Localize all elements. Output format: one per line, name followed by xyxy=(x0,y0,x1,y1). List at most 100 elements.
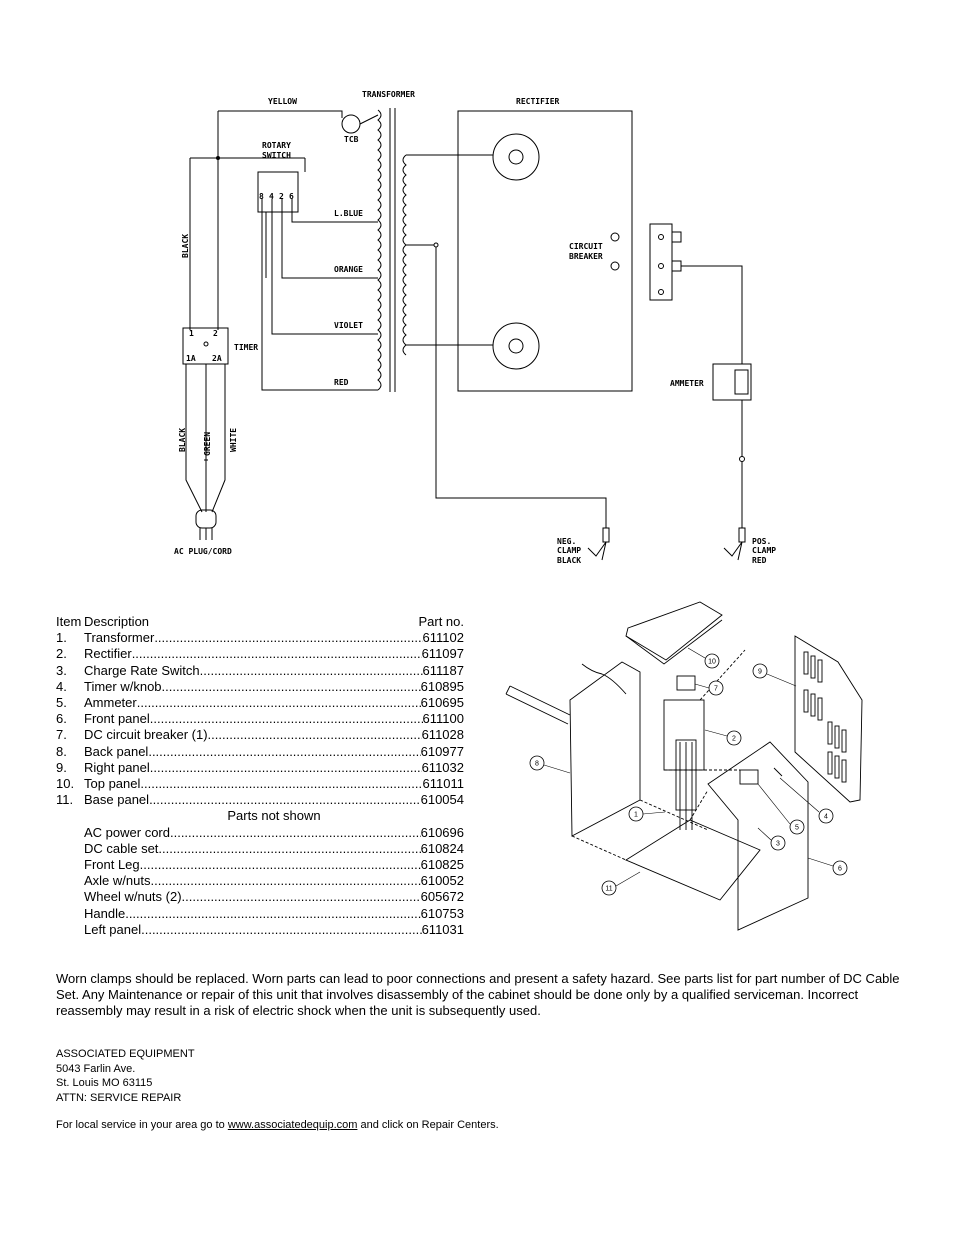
parts-list-row: 11.Base panel 610054 xyxy=(56,792,464,808)
part-number: 611031 xyxy=(421,921,464,937)
label-red: RED xyxy=(334,378,349,387)
leader-dots xyxy=(170,825,421,841)
part-number: 610753 xyxy=(420,905,464,921)
label-cord-white: WHITE xyxy=(229,428,238,452)
parts-list-row: 5.Ammeter610695 xyxy=(56,695,464,711)
service-website-link[interactable]: www.associatedequip.com xyxy=(227,1119,358,1131)
callout-3: 3 xyxy=(776,841,780,848)
leader-dots xyxy=(154,630,422,646)
label-circuit-breaker-2: BREAKER xyxy=(569,252,603,261)
base-panel-drawing xyxy=(625,819,761,901)
part-number: 611028 xyxy=(421,727,464,743)
part-number: 610696 xyxy=(420,824,464,840)
parts-list-row: 6.Front panel 611100 xyxy=(56,711,464,727)
leader-dots xyxy=(200,663,423,679)
label-pos-clamp-1: POS. xyxy=(752,537,771,546)
parts-not-shown-row: Front Leg610825 xyxy=(56,857,464,873)
part-description: Left panel xyxy=(84,921,142,937)
part-number: 611011 xyxy=(422,776,464,792)
parts-not-shown-row: Handle610753 xyxy=(56,906,464,922)
callout-1: 1 xyxy=(634,812,638,819)
callout-2: 2 xyxy=(732,736,736,743)
label-black: BLACK xyxy=(181,234,190,258)
part-item-number: 9. xyxy=(56,759,67,775)
part-description: Base panel xyxy=(84,792,150,808)
parts-list-row: 3.Charge Rate Switch 611187 xyxy=(56,663,464,679)
leader-dots xyxy=(148,744,420,760)
part-item-number: 10. xyxy=(56,776,75,792)
leader-dots xyxy=(208,727,422,743)
part-number: 610824 xyxy=(420,840,464,856)
label-rotary-switch-2: SWITCH xyxy=(262,151,291,160)
leader-dots xyxy=(125,906,420,922)
parts-list-row: 2.Rectifier611097 xyxy=(56,646,464,662)
switch-pin-8: 8 xyxy=(259,192,264,201)
part-item-number: 11. xyxy=(56,792,74,808)
callout-6: 6 xyxy=(838,866,842,873)
part-item-number xyxy=(56,873,84,889)
leader-dots xyxy=(149,792,421,808)
timer-pin-1a: 1A xyxy=(186,354,196,363)
parts-list-row: 1.Transformer611102 xyxy=(56,630,464,646)
address-line-3: St. Louis MO 63115 xyxy=(56,1077,153,1089)
part-description: Top panel xyxy=(84,776,141,792)
label-pos-clamp-3: RED xyxy=(752,556,767,565)
part-number: 610977 xyxy=(420,743,464,759)
label-neg-clamp-3: BLACK xyxy=(557,556,581,565)
part-description: Front Leg xyxy=(84,857,140,873)
callout-8: 8 xyxy=(535,761,539,768)
warning-paragraph: Worn clamps should be replaced. Worn par… xyxy=(56,971,900,1018)
label-cord-black: BLACK xyxy=(178,428,187,452)
label-l-blue: L.BLUE xyxy=(334,209,363,218)
label-cord-green: GREEN xyxy=(203,432,212,456)
label-neg-clamp-1: NEG. xyxy=(557,537,576,546)
parts-list-row: 9. Right panel 611032 xyxy=(56,760,464,776)
label-neg-clamp-2: CLAMP xyxy=(557,546,581,555)
parts-list-row: 4.Timer w/knob610895 xyxy=(56,679,464,695)
part-item-number xyxy=(56,825,84,841)
part-number: 611102 xyxy=(422,630,464,646)
timer-pin-1: 1 xyxy=(189,329,194,338)
part-number: 605672 xyxy=(420,889,464,905)
parts-list: Item Description Part no. 1.Transformer6… xyxy=(56,614,464,938)
parts-list-row: 10. Top panel 611011 xyxy=(56,776,464,792)
part-number: 611100 xyxy=(422,711,464,727)
leader-dots xyxy=(150,760,422,776)
address-line-2: 5043 Farlin Ave. xyxy=(56,1062,136,1075)
header-part-no: Part no. xyxy=(418,614,464,629)
part-description: DC circuit breaker (1) xyxy=(84,727,208,743)
part-number: 611097 xyxy=(421,646,464,662)
exploded-view-diagram: 1 2 3 4 5 6 7 8 9 10 11 xyxy=(505,601,863,931)
callout-7: 7 xyxy=(714,686,718,693)
parts-not-shown-row: DC cable set 610824 xyxy=(56,841,464,857)
leader-dots xyxy=(150,711,423,727)
part-item-number: 3. xyxy=(56,662,67,678)
label-ammeter: AMMETER xyxy=(670,379,704,388)
label-tcb: TCB xyxy=(344,135,359,144)
parts-not-shown-row: Left panel 611031 xyxy=(56,922,464,938)
part-item-number xyxy=(56,906,84,922)
right-panel-drawing xyxy=(794,635,863,803)
part-item-number xyxy=(56,889,84,905)
part-item-number xyxy=(56,857,84,873)
part-description: Right panel xyxy=(84,759,150,775)
address-line-1: ASSOCIATED EQUIPMENT xyxy=(56,1048,195,1060)
part-description: AC power cord xyxy=(84,824,170,840)
leader-dots xyxy=(141,922,421,938)
wiring-schematic: YELLOW TRANSFORMER RECTIFIER TCB ROTARY … xyxy=(174,90,776,565)
part-description: Wheel w/nuts (2) xyxy=(84,889,182,905)
switch-pin-6: 6 xyxy=(289,192,294,201)
switch-pin-2: 2 xyxy=(279,192,284,201)
part-number: 611032 xyxy=(421,759,464,775)
timer-pin-2: 2 xyxy=(213,329,218,338)
label-ac-plug: AC PLUG/CORD xyxy=(174,547,232,556)
service-prefix: For local service in your area go to xyxy=(56,1119,228,1131)
part-description: Timer w/knob xyxy=(84,678,162,694)
leader-dots xyxy=(150,873,420,889)
part-description: DC cable set xyxy=(84,840,159,856)
leader-dots xyxy=(132,646,422,662)
part-item-number: 7. xyxy=(56,727,67,743)
callout-11: 11 xyxy=(605,886,612,893)
part-number: 610695 xyxy=(420,695,464,711)
label-violet: VIOLET xyxy=(334,321,363,330)
